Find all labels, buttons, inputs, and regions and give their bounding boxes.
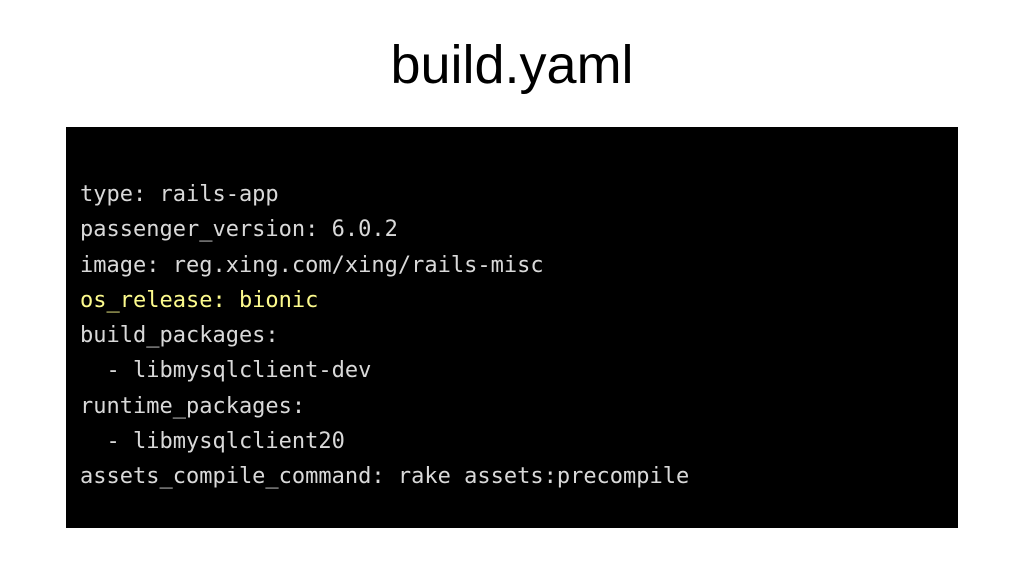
code-line-build-package-item: - libmysqlclient-dev	[80, 358, 372, 384]
code-line-build-packages: build_packages:	[80, 323, 279, 349]
code-line-type: type: rails-app	[80, 182, 279, 207]
code-block: type: rails-app passenger_version: 6.0.2…	[66, 127, 958, 528]
code-line-passenger-version: passenger_version: 6.0.2	[80, 217, 398, 243]
code-line-image: image: reg.xing.com/xing/rails-misc	[80, 252, 544, 278]
code-line-assets-compile-command: assets_compile_command: rake assets:prec…	[80, 464, 690, 490]
slide-title: build.yaml	[390, 35, 634, 95]
code-line-os-release-highlighted: os_release: bionic	[80, 287, 319, 313]
code-line-runtime-packages: runtime_packages:	[80, 393, 306, 419]
code-line-runtime-package-item: - libmysqlclient20	[80, 429, 345, 455]
